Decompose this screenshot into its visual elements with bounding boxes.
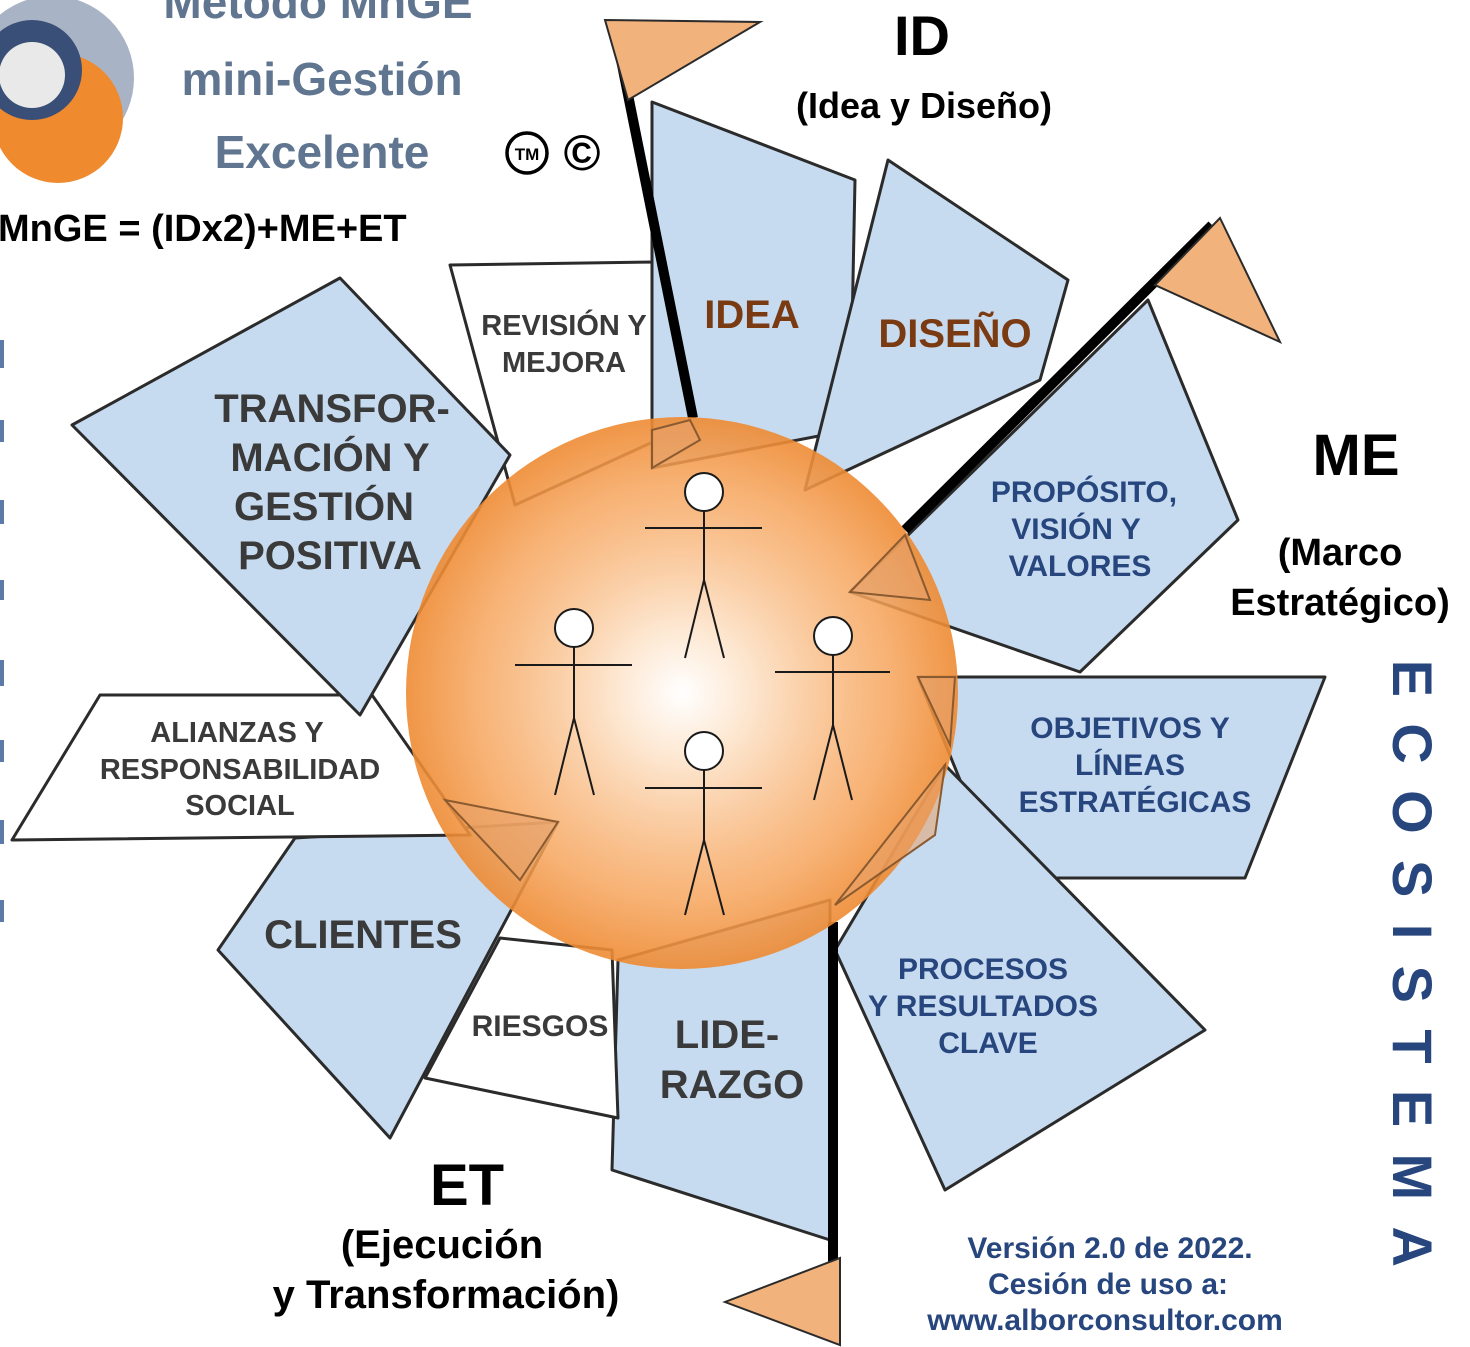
group-et-name-1: (Ejecución: [341, 1223, 543, 1267]
label-proposito-3: VALORES: [1009, 550, 1152, 583]
formula: MnGE = (IDx2)+ME+ET: [0, 208, 407, 250]
title-line-2: mini-Gestión: [181, 53, 462, 105]
blade-diseno: [803, 158, 1070, 492]
label-transformacion-4: POSITIVA: [238, 534, 422, 578]
title-line-1: Método MnGE: [163, 0, 472, 28]
label-proposito-1: PROPÓSITO,: [991, 475, 1177, 509]
central-sphere: [406, 417, 958, 969]
label-liderazgo-2: RAZGO: [660, 1063, 804, 1107]
copyright-badge: ©: [564, 125, 601, 181]
person-bottom: [645, 731, 762, 916]
svg-text:©: ©: [564, 125, 601, 181]
flagpole-me: [901, 221, 1216, 534]
trademark-badge: TM: [505, 131, 549, 175]
label-diseno: DISEÑO: [878, 310, 1031, 356]
label-revision-1: REVISIÓN Y: [481, 308, 646, 342]
label-alianzas-3: SOCIAL: [185, 790, 295, 822]
group-me-name-2: Estratégico): [1230, 582, 1450, 624]
label-alianzas-2: RESPONSABILIDAD: [100, 754, 380, 786]
group-me: ME (Marco Estratégico): [1230, 423, 1450, 624]
label-clientes: CLIENTES: [264, 913, 462, 957]
group-et-code: ET: [430, 1153, 504, 1218]
flag-me: [1153, 216, 1283, 345]
tip-idea: [651, 418, 702, 470]
tip-clientes: [442, 798, 560, 882]
footer: Versión 2.0 de 2022. Cesión de uso a: ww…: [926, 1232, 1283, 1337]
left-edge-bars: [0, 340, 4, 922]
label-transformacion-1: TRANSFOR-: [214, 387, 450, 431]
flag-et: [722, 1256, 841, 1347]
group-me-name-1: (Marco: [1278, 532, 1403, 574]
blade-transformacion: [70, 276, 512, 717]
header: Método MnGE mini-Gestión Excelente TM © …: [0, 0, 601, 250]
label-objetivos-3: ESTRATÉGICAS: [1019, 785, 1252, 819]
group-et: ET (Ejecución y Transformación): [273, 1153, 620, 1317]
flagpole-id: [613, 44, 698, 419]
group-id: ID (Idea y Diseño): [796, 4, 1052, 126]
tip-procesos: [834, 761, 947, 906]
flags: [603, 18, 1283, 1347]
blade-riesgos: [423, 936, 620, 1120]
person-right: [775, 616, 890, 801]
tip-proposito: [847, 533, 932, 602]
label-transformacion-2: MACIÓN Y: [230, 434, 430, 480]
label-transformacion-3: GESTIÓN: [234, 483, 414, 529]
label-objetivos-2: LÍNEAS: [1075, 748, 1185, 782]
side-label-ecosistema: ECOSISTEMA: [1381, 660, 1444, 1294]
label-proposito-2: VISIÓN Y: [1011, 512, 1141, 546]
label-liderazgo-1: LIDE-: [675, 1013, 779, 1057]
people: [515, 472, 890, 916]
footer-line-1: Versión 2.0 de 2022.: [967, 1232, 1252, 1265]
label-revision-2: MEJORA: [502, 347, 626, 379]
logo-white-disc: [0, 42, 65, 108]
label-idea: IDEA: [704, 293, 800, 337]
tip-objetivos: [916, 676, 957, 749]
title-line-3: Excelente: [215, 126, 430, 178]
group-et-name-2: y Transformación): [273, 1273, 620, 1317]
person-top: [645, 472, 762, 659]
group-me-code: ME: [1313, 423, 1400, 488]
logo: [0, 0, 134, 183]
side-label-text: ECOSISTEMA: [1381, 660, 1444, 1294]
label-procesos-1: PROCESOS: [898, 953, 1068, 986]
footer-line-2: Cesión de uso a:: [988, 1268, 1228, 1301]
blade-proposito: [848, 298, 1240, 674]
svg-text:TM: TM: [515, 145, 540, 164]
blade-tips: [442, 418, 957, 906]
label-riesgos: RIESGOS: [472, 1010, 609, 1043]
blade-labels: IDEA DISEÑO PROPÓSITO, VISIÓN Y VALORES …: [100, 293, 1252, 1107]
label-procesos-2: Y RESULTADOS: [868, 990, 1098, 1023]
label-procesos-3: CLAVE: [938, 1027, 1037, 1060]
group-id-name: (Idea y Diseño): [796, 85, 1052, 126]
flag-id: [603, 18, 764, 102]
footer-line-3: www.alborconsultor.com: [926, 1304, 1283, 1337]
blades: [10, 100, 1327, 1242]
person-left: [515, 608, 632, 796]
label-objetivos-1: OBJETIVOS Y: [1030, 712, 1230, 745]
group-id-code: ID: [894, 4, 950, 67]
label-alianzas-1: ALIANZAS Y: [150, 717, 323, 749]
